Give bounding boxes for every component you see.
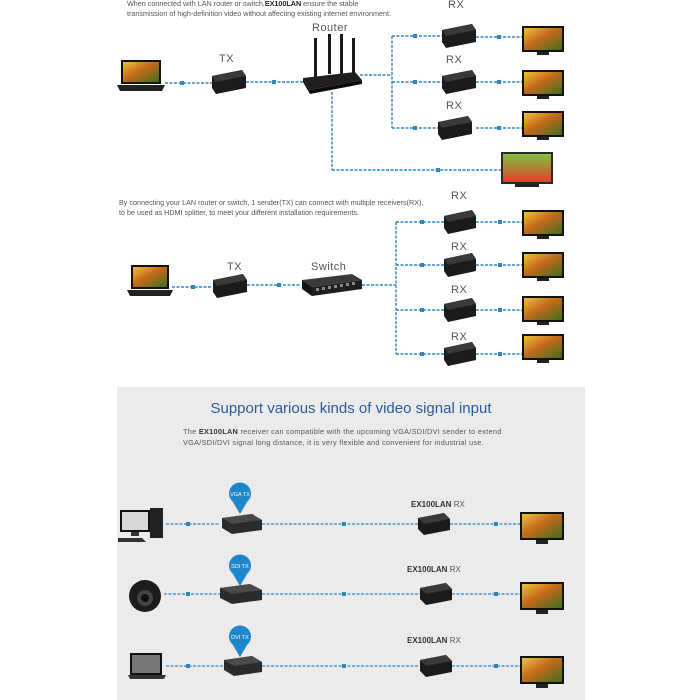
- rx-model-suffix-vga: RX: [451, 500, 465, 509]
- laptop-1: [117, 60, 165, 91]
- rx-label-2d: RX: [451, 331, 468, 343]
- vga-sender: [222, 514, 262, 534]
- router-cable-arrows: [180, 34, 501, 172]
- signal-row-cables: [164, 523, 520, 667]
- signal-input-headline: Support various kinds of video signal in…: [210, 400, 492, 417]
- router-caption-pre: When connected with LAN router or switch…: [127, 0, 265, 8]
- signal-input-panel: [117, 387, 585, 700]
- network-switch: [302, 274, 362, 296]
- rx-extenders-2: [444, 210, 476, 366]
- monitors-1: [522, 26, 564, 140]
- dvi-sender: [224, 656, 262, 676]
- monitors-2: [522, 210, 564, 363]
- rx-extenders-1: [438, 24, 476, 140]
- desktop-pc: [118, 508, 163, 542]
- tx-extender-1: [212, 70, 246, 94]
- rx-label-2b: RX: [451, 241, 468, 253]
- monitors-3: [520, 512, 564, 688]
- dvi-badge-text: DVI TX: [231, 635, 249, 641]
- vga-badge-pin: VGA TX: [229, 482, 251, 514]
- rx-label-1b: RX: [446, 54, 463, 66]
- rx-label-2a: RX: [451, 190, 468, 202]
- router: [303, 34, 362, 94]
- rx-model-name-vga: EX100LAN: [411, 500, 452, 509]
- description-post: receiver can compatible with the upcomin…: [183, 427, 502, 447]
- tx-label-2: TX: [227, 261, 243, 273]
- router-label: Router: [312, 22, 349, 34]
- switch-caption-line1: By connecting your LAN router or switch,…: [119, 198, 424, 207]
- vga-badge-text: VGA TX: [230, 492, 250, 498]
- rx-model-label-dvi: EX100LAN RX: [407, 636, 461, 645]
- sdi-badge-pin: SDI TX: [229, 554, 251, 586]
- tx-extender-2: [213, 274, 247, 298]
- switch-caption-line2: to be used as HDMI splitter, to meet you…: [119, 208, 359, 217]
- laptop-2: [127, 265, 173, 296]
- rx-model-name-sdi: EX100LAN: [407, 565, 448, 574]
- dome-camera: [129, 580, 161, 612]
- rx-model-suffix-sdi: RX: [447, 565, 461, 574]
- rx-model-suffix-dvi: RX: [447, 636, 461, 645]
- switch-caption: By connecting your LAN router or switch,…: [119, 198, 423, 218]
- router-caption-model: EX100LAN: [264, 0, 302, 8]
- rx-label-2c: RX: [451, 284, 468, 296]
- rx-label-1a: RX: [448, 0, 465, 11]
- description-model: EX100LAN: [198, 427, 239, 436]
- router-caption-post: ensure the stable: [301, 0, 359, 8]
- router-caption-line2: transmission of high-definition video wi…: [127, 9, 391, 18]
- rx-label-1c: RX: [446, 100, 463, 112]
- description-pre: The: [183, 427, 199, 436]
- sdi-badge-text: SDI TX: [231, 564, 249, 570]
- router-cables: [165, 35, 522, 171]
- television: [501, 152, 553, 187]
- ex100lan-receivers: [418, 513, 452, 677]
- router-caption: When connected with LAN router or switch…: [127, 0, 391, 19]
- dvi-badge-pin: DVI TX: [229, 625, 251, 657]
- tx-label-1: TX: [219, 53, 235, 65]
- rx-model-name-dvi: EX100LAN: [407, 636, 448, 645]
- rx-model-label-sdi: EX100LAN RX: [407, 565, 461, 574]
- sdi-sender: [220, 584, 262, 604]
- signal-row-arrows: [186, 522, 498, 668]
- switch-label: Switch: [311, 261, 347, 273]
- signal-input-description: The EX100LAN receiver can compatible wit…: [183, 427, 523, 448]
- rx-model-label-vga: EX100LAN RX: [411, 500, 465, 509]
- switch-cable-arrows: [191, 220, 502, 356]
- dvi-source-monitor: [128, 653, 166, 679]
